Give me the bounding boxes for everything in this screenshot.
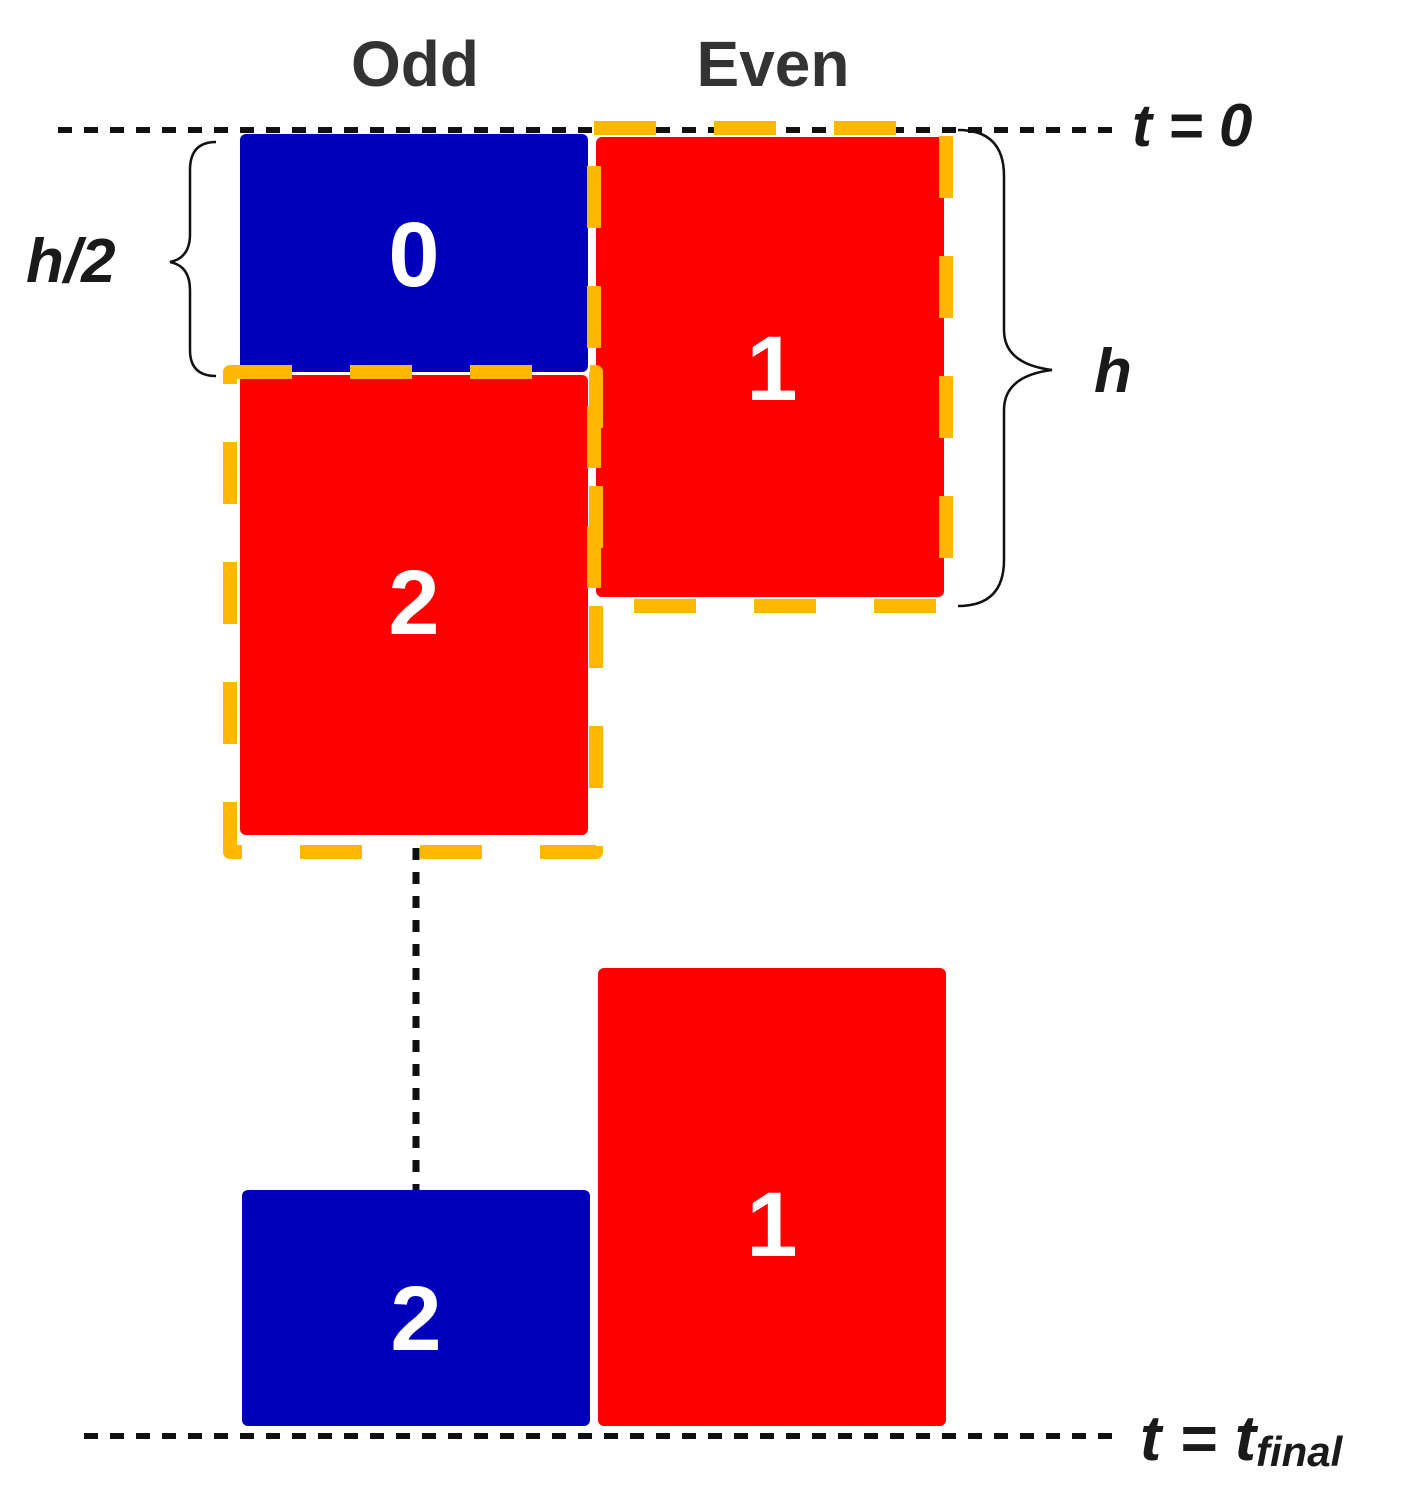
brace-half-height bbox=[169, 140, 217, 378]
block-bottom-odd-2 bbox=[242, 1190, 590, 1426]
block-even-1-label: 1 bbox=[746, 318, 797, 420]
label-half-height: h/2 bbox=[26, 227, 116, 296]
block-bottom-odd-2-label: 2 bbox=[390, 1268, 441, 1370]
block-odd-0-label: 0 bbox=[388, 204, 439, 306]
highlight-outline-even-1 bbox=[587, 121, 953, 613]
block-bottom-even-1 bbox=[598, 968, 946, 1426]
brace-height bbox=[957, 128, 1053, 608]
highlight-outline-odd-2 bbox=[223, 365, 603, 859]
block-odd-2-label: 2 bbox=[388, 552, 439, 654]
block-even-1 bbox=[596, 137, 944, 597]
column-label-even: Even bbox=[697, 28, 850, 100]
label-height: h bbox=[1094, 337, 1132, 406]
block-odd-0 bbox=[240, 134, 588, 372]
time-label-start: t=0 bbox=[1132, 92, 1252, 159]
block-odd-2 bbox=[240, 375, 588, 835]
time-label-final: t=tfinal bbox=[1140, 1402, 1344, 1475]
block-bottom-even-1-label: 1 bbox=[746, 1174, 797, 1276]
column-label-odd: Odd bbox=[351, 28, 479, 100]
